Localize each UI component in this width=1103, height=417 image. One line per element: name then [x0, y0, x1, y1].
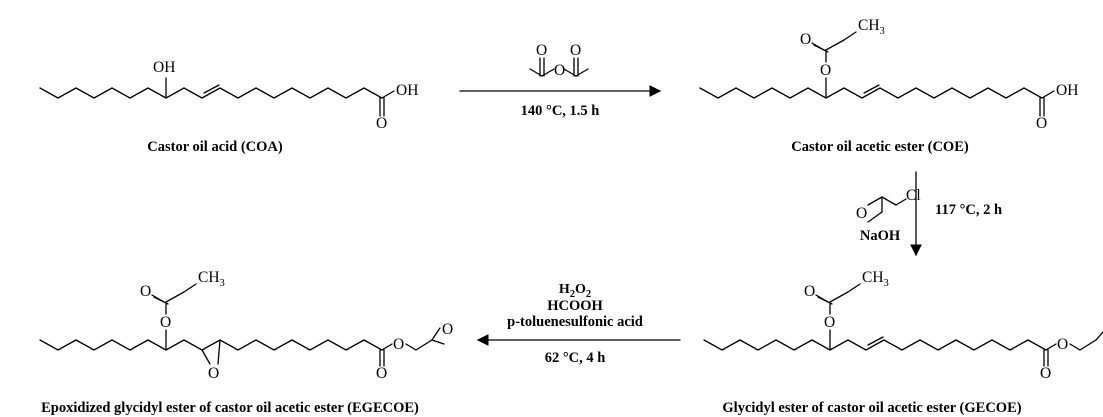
coe-acid-bond	[1041, 90, 1055, 99]
epoxide-bond-top	[867, 196, 883, 206]
coe-chain-right	[843, 87, 1043, 99]
reaction-2-condition: 117 °C, 2 h	[935, 202, 1002, 218]
epichlorohydrin-cl-bond	[895, 198, 907, 206]
egecoe-epoxide-left	[201, 349, 211, 365]
egecoe-ester-o2: O	[393, 336, 404, 353]
egecoe-epoxide-o: O	[208, 365, 219, 382]
gecoe-ester-link	[1045, 343, 1057, 351]
coe-acyl-chain	[825, 31, 857, 51]
egecoe-glycidyl-ring-b	[431, 339, 445, 345]
gecoe-chain-right	[847, 339, 1047, 351]
acetic-anhydride-structure	[529, 57, 589, 77]
coe-chain-left	[699, 87, 845, 99]
coa-double-bond	[203, 84, 220, 94]
coe-acid-oh: OH	[1056, 82, 1078, 99]
egecoe-glycidyl-chain	[405, 339, 433, 351]
egecoe-ester-o: O	[160, 314, 171, 331]
gecoe-ester-o2: O	[1057, 336, 1068, 353]
gecoe-acyl-co-b	[817, 296, 833, 305]
reaction-3-reagent-ptsa: p-toluenesulfonic acid	[507, 314, 643, 330]
anhydride-o2: O	[570, 42, 581, 59]
epichlorohydrin-ch2	[881, 196, 897, 206]
egecoe-acyl-carbonyl-o: O	[140, 283, 151, 300]
reaction-3-reagent-hcooh: HCOOH	[547, 298, 603, 314]
coe-carbonyl-o: O	[1036, 115, 1047, 132]
epoxide-bond-bottom	[867, 211, 883, 223]
gecoe-acyl-chain	[829, 283, 861, 303]
reaction-1-condition: 140 °C, 1.5 h	[521, 103, 600, 119]
egecoe-acyl-chain	[165, 283, 197, 303]
gecoe-acyl-carbonyl-o: O	[804, 283, 815, 300]
coa-structure	[39, 77, 395, 117]
coa-chain-left	[39, 87, 185, 99]
egecoe-acyl-co-b	[153, 296, 169, 305]
coe-label: Castor oil acetic ester (COE)	[791, 139, 969, 155]
coa-hydroxyl-label: OH	[153, 59, 175, 76]
coa-acid-oh: OH	[396, 82, 418, 99]
anhydride-bridge-o: O	[554, 62, 565, 79]
gecoe-glycidyl-chain	[1069, 339, 1097, 351]
coa-carbonyl-o: O	[376, 115, 387, 132]
coe-double-bond	[863, 84, 880, 94]
egecoe-ester-link	[381, 343, 393, 351]
gecoe-methyl-label: CH3	[862, 269, 889, 289]
coe-ester-o: O	[820, 62, 831, 79]
coe-acyl-co-b	[813, 44, 829, 53]
reaction-3-reagent-h2o2: H2O2	[559, 282, 591, 300]
gecoe-label: Glycidyl ester of castor oil acetic este…	[722, 400, 1021, 416]
coa-acid-bond	[381, 90, 395, 99]
coe-structure	[699, 31, 1055, 117]
coe-acyl-carbonyl-o: O	[800, 31, 811, 48]
egecoe-glycidyl-o: O	[442, 321, 453, 338]
egecoe-structure	[39, 283, 445, 367]
reaction-3-condition: 62 °C, 4 h	[545, 350, 606, 366]
coe-methyl-label: CH3	[858, 17, 885, 37]
gecoe-carbonyl-o: O	[1040, 365, 1051, 382]
egecoe-epoxide-right	[217, 339, 221, 365]
epichlorohydrin-o: O	[856, 205, 867, 222]
gecoe-double-bond	[867, 336, 884, 346]
egecoe-chain-left	[39, 339, 185, 351]
coa-label: Castor oil acid (COA)	[147, 139, 283, 155]
epichlorohydrin-structure	[867, 196, 907, 223]
epichlorohydrin-cl: Cl	[906, 187, 921, 204]
coa-chain-right	[183, 87, 383, 99]
gecoe-ester-o: O	[824, 314, 835, 331]
egecoe-carbonyl-o: O	[376, 365, 387, 382]
reaction-2-reagent: NaOH	[860, 228, 901, 244]
gecoe-chain-left	[703, 339, 849, 351]
anhydride-o1: O	[536, 42, 547, 59]
egecoe-label: Epoxidized glycidyl ester of castor oil …	[41, 400, 419, 416]
egecoe-glycidyl-ring-a	[431, 327, 441, 341]
egecoe-methyl-label: CH3	[198, 269, 225, 289]
gecoe-structure	[703, 283, 1103, 367]
gecoe-glycidyl-ring	[1095, 331, 1103, 341]
egecoe-chain-right	[183, 339, 383, 351]
